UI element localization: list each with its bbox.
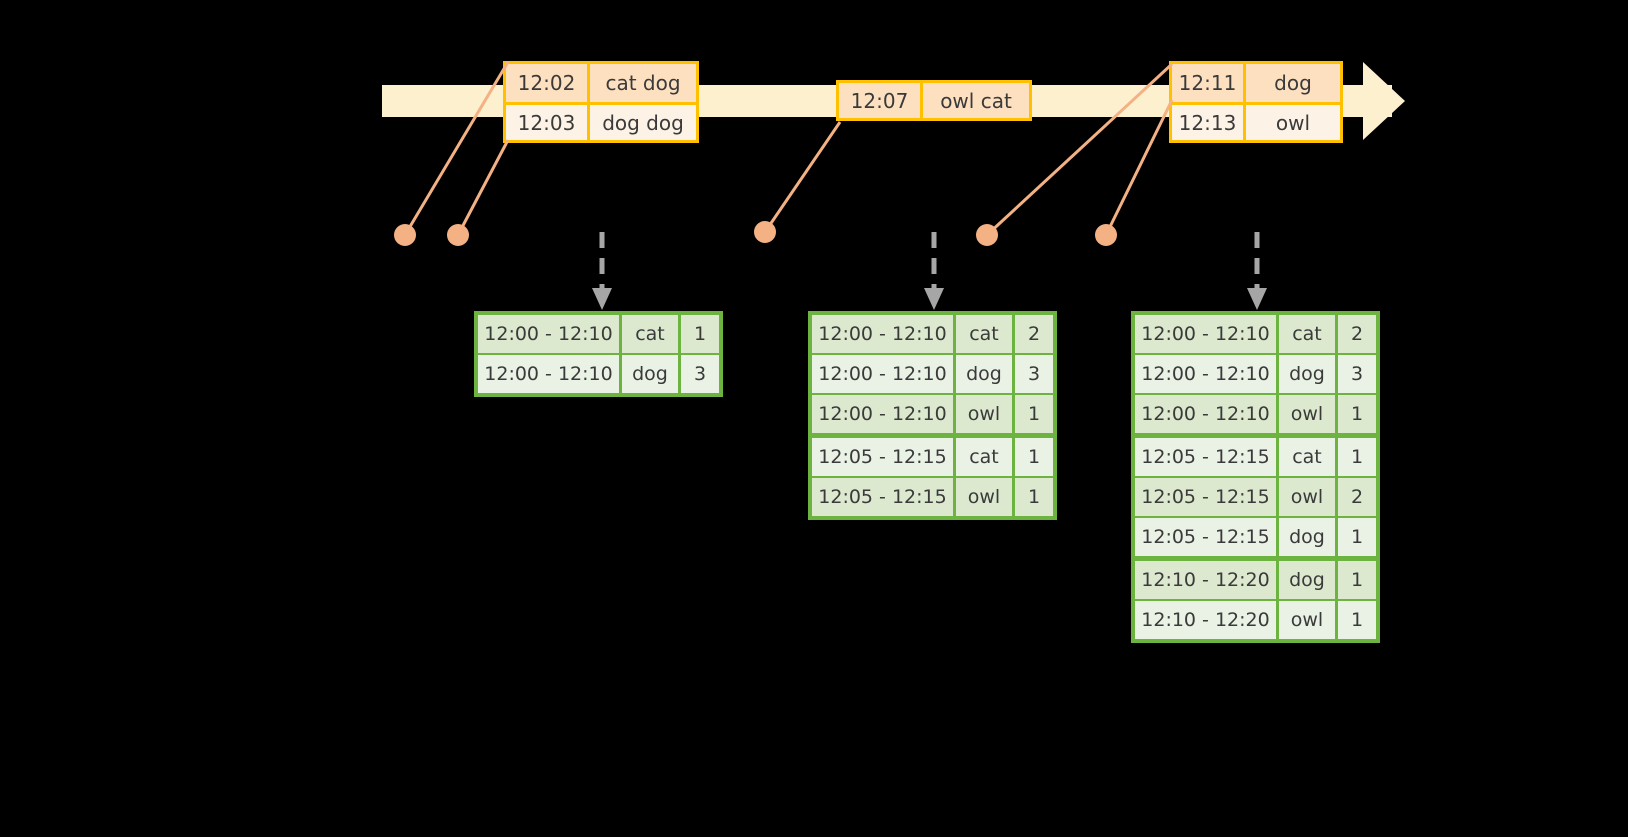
event-words: dog — [1274, 71, 1312, 95]
event-row: 12:03 dog dog — [506, 102, 696, 140]
word-cell: cat — [955, 315, 1012, 353]
event-words: owl — [1275, 110, 1311, 135]
connector-1202-dot — [394, 224, 416, 246]
count-cell: 1 — [1015, 478, 1053, 516]
connector-1203-line — [456, 139, 510, 236]
event-time: 12:07 — [839, 83, 923, 118]
count-cell: 1 — [681, 315, 719, 353]
event-words: dog dog — [602, 110, 684, 135]
window-cell: 12:05 - 12:15 — [812, 438, 953, 476]
word-cell: dog — [955, 355, 1012, 393]
connector-1213-line — [1104, 99, 1174, 236]
event-row: 12:07 owl cat — [839, 83, 1029, 118]
count-cell: 1 — [1338, 518, 1376, 556]
count-cell: 3 — [681, 355, 719, 393]
count-cell: 1 — [1338, 438, 1376, 476]
window-cell: 12:05 - 12:15 — [1135, 478, 1276, 516]
window-cell: 12:00 - 12:10 — [1135, 395, 1276, 433]
event-time: 12:13 — [1172, 105, 1246, 140]
connector-1207-line — [763, 121, 842, 233]
window-cell: 12:00 - 12:10 — [1135, 315, 1276, 353]
word-cell: dog — [1278, 355, 1335, 393]
word-cell: owl — [1278, 395, 1335, 433]
connector-1211-dot — [976, 224, 998, 246]
window-cell: 12:05 - 12:15 — [1135, 518, 1276, 556]
window-cell: 12:00 - 12:10 — [812, 355, 953, 393]
event-words: owl cat — [940, 88, 1012, 113]
event-time: 12:02 — [506, 64, 590, 102]
count-cell: 1 — [1015, 438, 1053, 476]
window-cell: 12:00 - 12:10 — [478, 355, 619, 393]
window-cell: 12:00 - 12:10 — [1135, 355, 1276, 393]
connector-1207-dot — [754, 221, 776, 243]
event-box-last: 12:11 dog 12:13 owl — [1169, 61, 1343, 143]
event-time: 12:03 — [506, 105, 590, 140]
window-cell: 12:05 - 12:15 — [812, 478, 953, 516]
connector-1203-dot — [447, 224, 469, 246]
count-cell: 1 — [1338, 561, 1376, 599]
dashed-down-arrow-icon — [924, 232, 944, 310]
event-words: cat dog — [605, 71, 681, 95]
window-cell: 12:05 - 12:15 — [1135, 438, 1276, 476]
count-cell: 2 — [1338, 315, 1376, 353]
event-box-first: 12:02 cat dog 12:03 dog dog — [503, 61, 699, 143]
window-cell: 12:10 - 12:20 — [1135, 601, 1276, 639]
window-cell: 12:10 - 12:20 — [1135, 561, 1276, 599]
connector-1213-dot — [1095, 224, 1117, 246]
count-cell: 1 — [1015, 395, 1053, 433]
count-cell: 2 — [1338, 478, 1376, 516]
event-row: 12:11 dog — [1172, 64, 1340, 102]
count-cell: 3 — [1338, 355, 1376, 393]
count-cell: 2 — [1015, 315, 1053, 353]
window-cell: 12:00 - 12:10 — [478, 315, 619, 353]
count-cell: 1 — [1338, 601, 1376, 639]
word-cell: dog — [1278, 518, 1335, 556]
window-cell: 12:00 - 12:10 — [812, 395, 953, 433]
word-cell: cat — [1278, 438, 1335, 476]
event-box-middle: 12:07 owl cat — [836, 80, 1032, 121]
word-cell: owl — [955, 478, 1012, 516]
event-time: 12:11 — [1172, 64, 1246, 102]
dashed-down-arrow-icon — [592, 232, 612, 310]
window-cell: 12:00 - 12:10 — [812, 315, 953, 353]
word-cell: cat — [621, 315, 678, 353]
word-cell: cat — [1278, 315, 1335, 353]
count-cell: 3 — [1015, 355, 1053, 393]
word-cell: owl — [955, 395, 1012, 433]
word-cell: dog — [621, 355, 678, 393]
event-row: 12:02 cat dog — [506, 64, 696, 102]
count-cell: 1 — [1338, 395, 1376, 433]
word-cell: owl — [1278, 601, 1335, 639]
word-cell: owl — [1278, 478, 1335, 516]
word-cell: dog — [1278, 561, 1335, 599]
dashed-down-arrow-icon — [1247, 232, 1267, 310]
timeline-arrowhead-icon — [1363, 62, 1405, 140]
event-row: 12:13 owl — [1172, 102, 1340, 140]
word-cell: cat — [955, 438, 1012, 476]
